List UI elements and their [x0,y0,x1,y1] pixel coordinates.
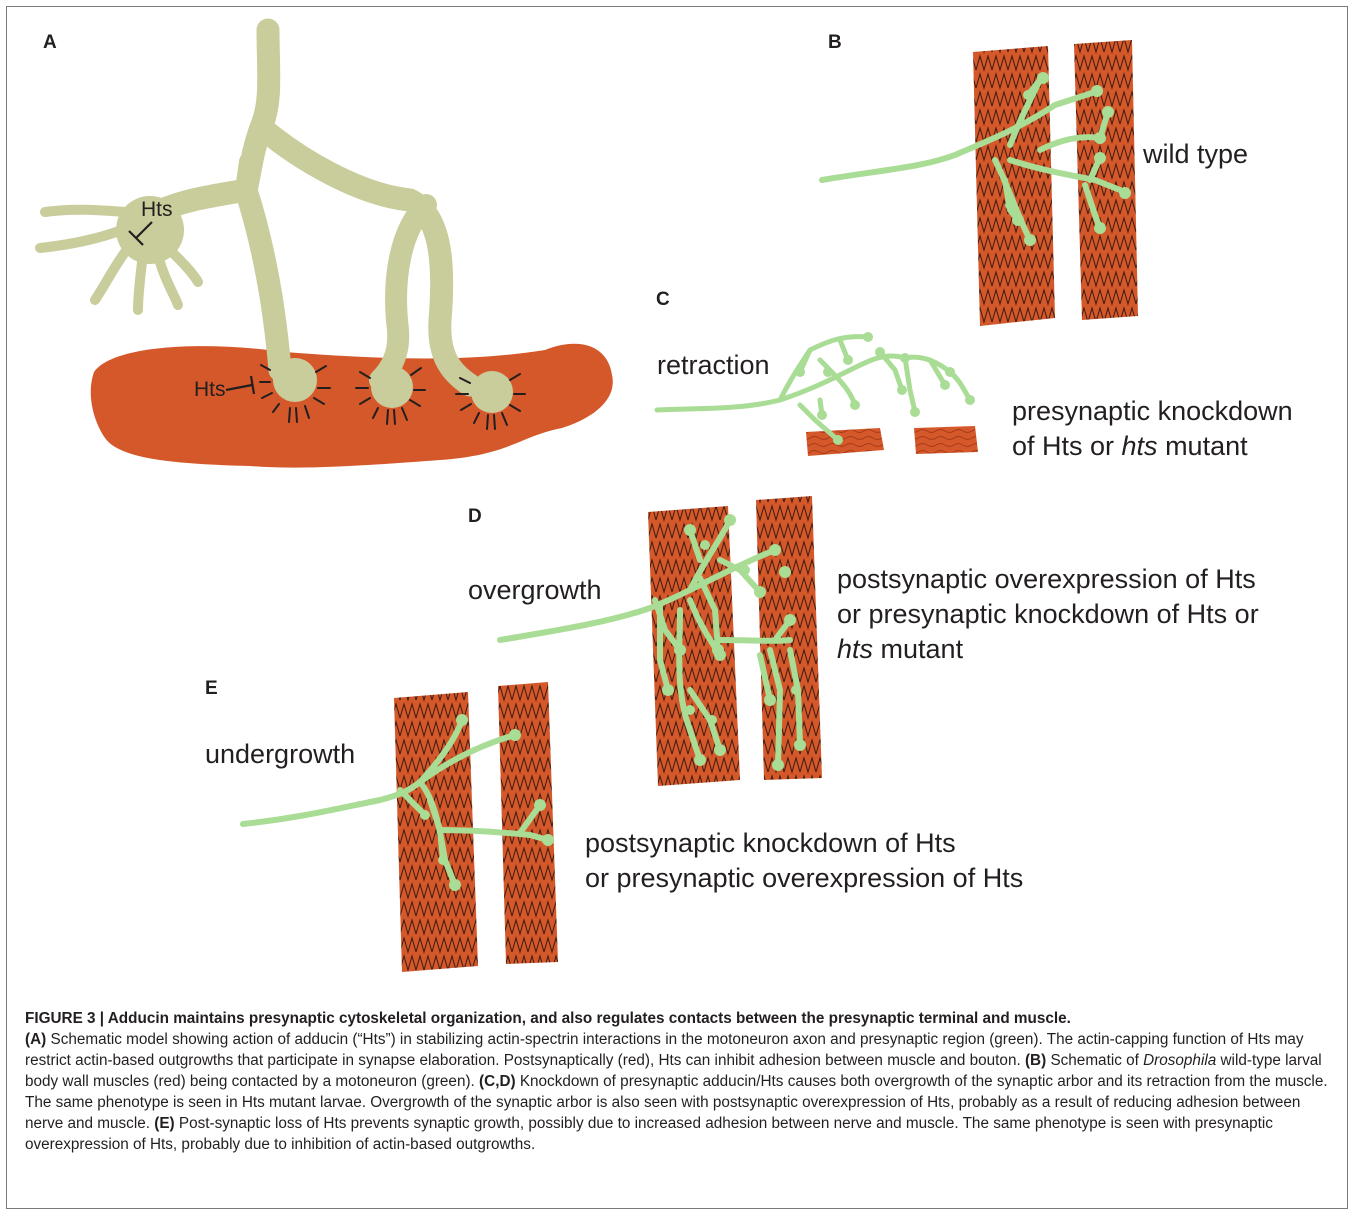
retracted-muscle-c2 [914,426,978,454]
caption-tag-b: (B) [1025,1052,1046,1069]
panel-b-letter: B [828,32,842,53]
motoneuron-panel-a [162,30,470,385]
panel-d-label-right-line3: hts mutant [837,634,964,664]
panel-d-label-left: overgrowth [468,575,602,605]
panel-e: E undergrowth postsynaptic knockdown of … [205,678,1023,972]
panel-d: D overgrowth [468,496,1259,786]
panel-e-label-right-line1: postsynaptic knockdown of Hts [585,828,956,858]
caption-text-e: Post-synaptic loss of Hts prevents synap… [25,1115,1273,1153]
caption-tag-e: (E) [154,1115,174,1132]
panel-c-letter: C [656,289,670,310]
figure-caption: FIGURE 3 | Adducin maintains presynaptic… [25,1008,1335,1155]
muscle-fiber-b1 [973,46,1055,326]
figure-illustration: A Hts [0,0,1354,1000]
hts-label-muscle: Hts [194,378,226,401]
caption-tag-a: (A) [25,1031,46,1048]
muscle-panel-a [91,344,613,468]
caption-tag-cd: (C,D) [479,1073,516,1090]
panel-d-label-right-line2: or presynaptic knockdown of Hts or [837,599,1259,629]
panel-d-label-right-line1: postsynaptic overexpression of Hts [837,564,1256,594]
caption-body: (A) Schematic model showing action of ad… [25,1029,1335,1155]
panel-a-letter: A [43,32,57,53]
panel-c-label-left: retraction [657,350,770,380]
panel-e-label-left: undergrowth [205,739,355,769]
caption-title: FIGURE 3 | Adducin maintains presynaptic… [25,1008,1335,1029]
caption-text-b-pre: Schematic of [1046,1052,1143,1069]
retracted-muscle-c1 [806,428,884,456]
panel-c: C retraction presynaptic knockdown of Ht… [656,289,1293,461]
panel-c-label-right-line1: presynaptic knockdown [1012,396,1293,426]
panel-e-label-right-line2: or presynaptic overexpression of Hts [585,863,1023,893]
caption-text-b-em: Drosophila [1143,1052,1216,1069]
hts-label-soma: Hts [141,198,173,221]
panel-b: B wild type [822,32,1248,326]
panel-a: A Hts [40,30,613,468]
panel-e-letter: E [205,678,218,699]
panel-c-label-right-line2: of Hts or hts mutant [1012,431,1248,461]
panel-d-letter: D [468,506,482,527]
panel-b-label: wild type [1142,139,1248,169]
